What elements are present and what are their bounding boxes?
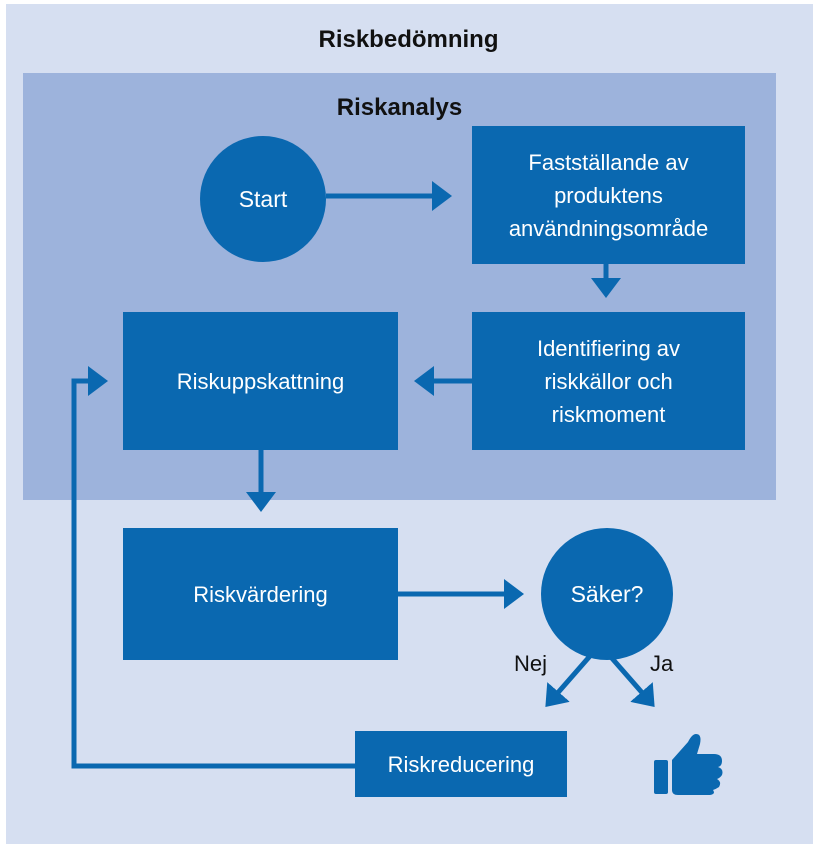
scope-line-3: användningsområde (508, 215, 709, 241)
arrow-decision-no (545, 654, 592, 708)
scope-line-2: produktens (554, 182, 663, 208)
evaluation-box: Riskvärdering (123, 528, 398, 660)
edge-label-yes: Ja (650, 651, 674, 676)
decision-node: Säker? (541, 528, 673, 660)
scope-box: Fastställande av produktens användningso… (472, 126, 745, 264)
decision-label: Säker? (570, 580, 644, 607)
arrow-reduction-loop (71, 366, 355, 769)
risk-assessment-title: Riskbedömning (318, 26, 499, 53)
evaluation-label: Riskvärdering (193, 581, 328, 607)
start-label: Start (238, 185, 288, 212)
start-node: Start (200, 136, 326, 262)
estimation-box: Riskuppskattning (123, 312, 398, 450)
identification-line-3: riskmoment (551, 401, 666, 427)
scope-line-1: Fastställande av (528, 149, 689, 175)
risk-analysis-title: Riskanalys (336, 94, 463, 121)
thumbs-up-icon (652, 730, 728, 796)
reduction-box: Riskreducering (355, 731, 567, 797)
edge-label-no: Nej (514, 651, 548, 676)
identification-box: Identifiering av riskkällor och riskmome… (472, 312, 745, 450)
estimation-label: Riskuppskattning (176, 368, 345, 394)
identification-line-1: Identifiering av (536, 335, 681, 361)
reduction-label: Riskreducering (387, 751, 535, 777)
identification-line-2: riskkällor och (544, 368, 673, 394)
arrow-decision-yes (608, 654, 655, 708)
